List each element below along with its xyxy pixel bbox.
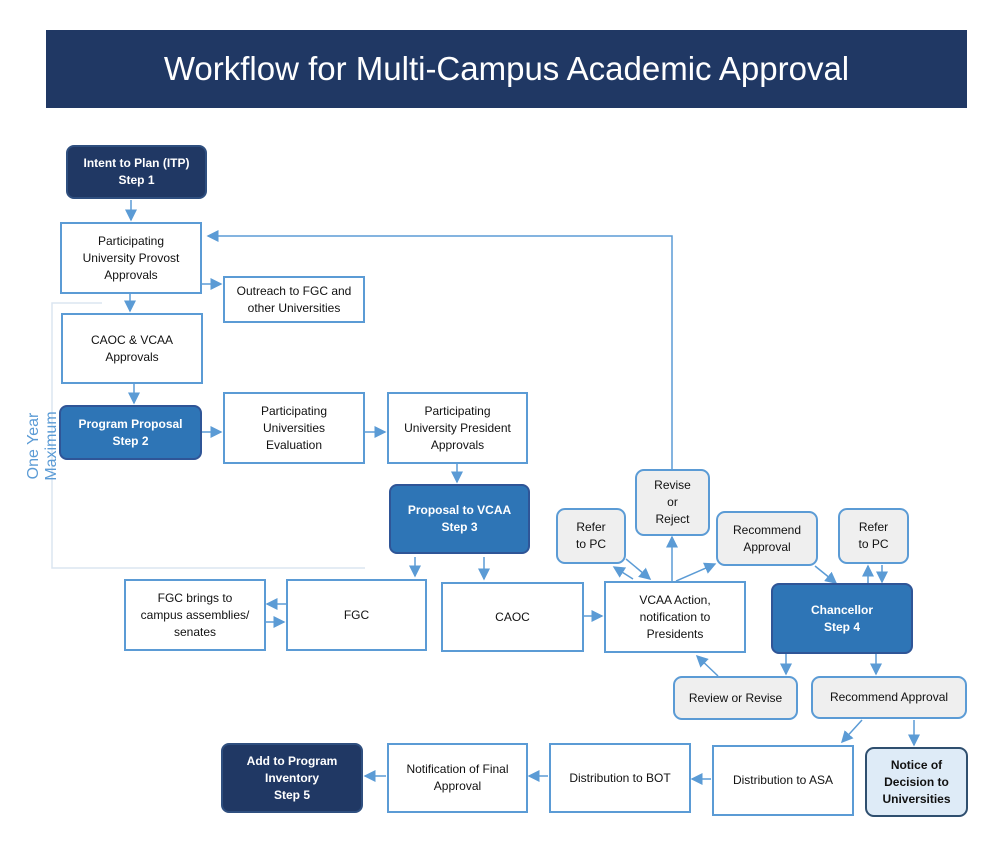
arrow <box>612 566 634 580</box>
node-program-proposal-step-2: Program Proposal Step 2 <box>59 405 202 460</box>
arrow <box>840 719 863 744</box>
node-add-to-inventory-step-5: Add to Program Inventory Step 5 <box>221 743 363 813</box>
arrow <box>814 565 838 584</box>
node-notice-of-decision: Notice of Decision to Universities <box>865 747 968 817</box>
one-year-bracket <box>51 302 365 569</box>
node-recommend-approval-1: Recommend Approval <box>716 511 818 566</box>
arrow <box>625 558 652 580</box>
node-itp-step-1: Intent to Plan (ITP) Step 1 <box>66 145 207 199</box>
node-president-approvals: Participating University President Appro… <box>387 392 528 464</box>
arrow-revise-loop <box>206 230 673 469</box>
node-caoc: CAOC <box>441 582 584 652</box>
diagram-title: Workflow for Multi-Campus Academic Appro… <box>163 50 850 87</box>
node-provost-approvals: Participating University Provost Approva… <box>60 222 202 294</box>
arrow <box>675 562 717 582</box>
node-notification-final-approval: Notification of Final Approval <box>387 743 528 813</box>
node-fgc-brings: FGC brings to campus assemblies/ senates <box>124 579 266 651</box>
node-refer-to-pc-1: Refer to PC <box>556 508 626 564</box>
node-recommend-approval-2: Recommend Approval <box>811 676 967 719</box>
node-universities-evaluation: Participating Universities Evaluation <box>223 392 365 464</box>
node-chancellor-step-4: Chancellor Step 4 <box>771 583 913 654</box>
node-vcaa-action: VCAA Action, notification to Presidents <box>604 581 746 653</box>
node-caoc-vcaa-approvals: CAOC & VCAA Approvals <box>61 313 203 384</box>
one-year-maximum-label: One Year Maximum <box>25 411 60 481</box>
title-banner: Workflow for Multi-Campus Academic Appro… <box>46 30 967 108</box>
node-fgc: FGC <box>286 579 427 651</box>
arrow <box>695 654 719 677</box>
node-proposal-to-vcaa-step-3: Proposal to VCAA Step 3 <box>389 484 530 554</box>
node-revise-or-reject: Revise or Reject <box>635 469 710 536</box>
node-distribution-asa: Distribution to ASA <box>712 745 854 816</box>
node-distribution-bot: Distribution to BOT <box>549 743 691 813</box>
node-outreach: Outreach to FGC and other Universities <box>223 276 365 323</box>
node-review-or-revise: Review or Revise <box>673 676 798 720</box>
node-refer-to-pc-2: Refer to PC <box>838 508 909 564</box>
